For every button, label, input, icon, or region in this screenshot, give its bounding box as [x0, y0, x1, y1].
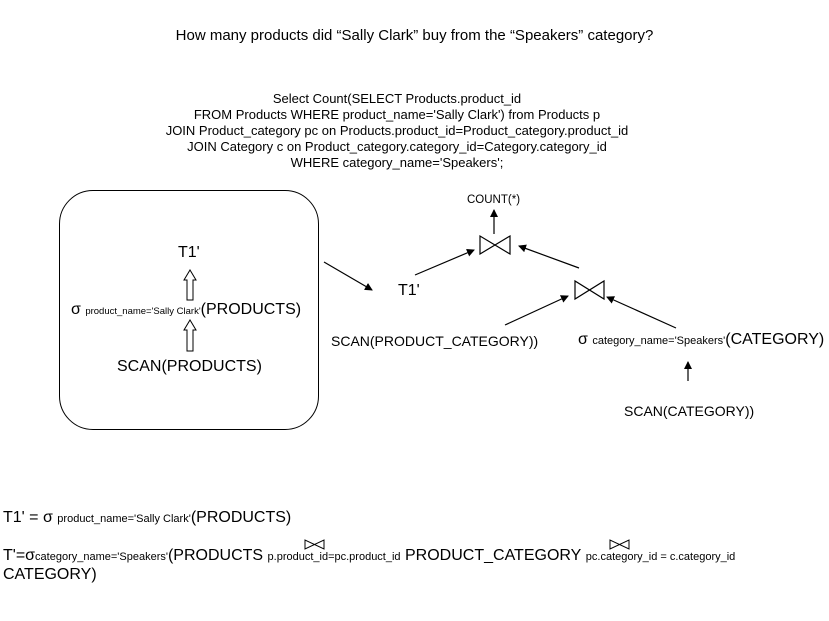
- left-scan-label: SCAN(PRODUCTS): [117, 358, 262, 375]
- subquery-box: [59, 190, 319, 430]
- join-bowtie-icon: [304, 539, 325, 550]
- sql-line: JOIN Category c on Product_category.cate…: [187, 139, 607, 154]
- selection-condition: category_name='Speakers': [592, 335, 726, 347]
- formula-relation: (PRODUCTS: [167, 547, 264, 564]
- scan-category-label: SCAN(CATEGORY)): [624, 403, 755, 419]
- arrow-icon: [518, 244, 580, 269]
- sql-line: JOIN Product_category pc on Products.pro…: [165, 123, 629, 138]
- formula-relation: (PRODUCTS): [190, 509, 292, 526]
- question-text: How many products did “Sally Clark” buy …: [175, 27, 654, 44]
- hollow-arrow-icon: [183, 319, 197, 352]
- selection-relation: (PRODUCTS): [200, 301, 302, 318]
- arrow-icon: [323, 261, 373, 291]
- formula-relation: CATEGORY): [3, 566, 97, 583]
- left-selection-label: σ product_name='Sally Clark'(PRODUCTS): [71, 301, 301, 319]
- selection-condition: product_name='Sally Clark': [85, 306, 201, 317]
- join-bowtie-icon: [574, 279, 605, 301]
- formula-t1: T1' = σ product_name='Sally Clark'(PRODU…: [3, 509, 291, 527]
- scan-product-category-label: SCAN(PRODUCT_CATEGORY)): [331, 333, 539, 349]
- join-bowtie-icon: [479, 234, 511, 256]
- sql-line: WHERE category_name='Speakers';: [290, 155, 504, 170]
- sql-query: Select Count(SELECT Products.product_id …: [0, 91, 794, 171]
- sigma-symbol: σ: [578, 331, 588, 348]
- right-selection-label: σ category_name='Speakers'(CATEGORY): [578, 331, 824, 349]
- sigma-symbol: σ: [71, 301, 81, 318]
- sql-line: Select Count(SELECT Products.product_id: [272, 91, 522, 106]
- right-t1-label: T1': [398, 282, 420, 299]
- join-condition: pc.category_id = c.category_id: [585, 551, 736, 563]
- formula-condition: product_name='Sally Clark': [57, 513, 191, 525]
- selection-relation: (CATEGORY): [725, 331, 825, 348]
- left-t1-label: T1': [178, 244, 200, 261]
- join-bowtie-icon: [609, 539, 630, 550]
- formula-relation: PRODUCT_CATEGORY: [405, 547, 582, 564]
- formula-lhs: T1' = σ: [3, 509, 53, 526]
- count-label: COUNT(*): [467, 194, 521, 206]
- hollow-arrow-icon: [183, 269, 197, 301]
- formula-condition: category_name='Speakers': [35, 551, 168, 563]
- arrow-icon: [414, 249, 475, 276]
- arrow-icon: [504, 295, 569, 326]
- join-condition: p.product_id=pc.product_id: [267, 551, 401, 563]
- formula-t-prime: T'=σcategory_name='Speakers'(PRODUCTS p.…: [3, 547, 735, 565]
- arrow-icon: [606, 296, 677, 329]
- sql-line: FROM Products WHERE product_name='Sally …: [193, 107, 601, 122]
- formula-lhs: T'=σ: [3, 547, 36, 564]
